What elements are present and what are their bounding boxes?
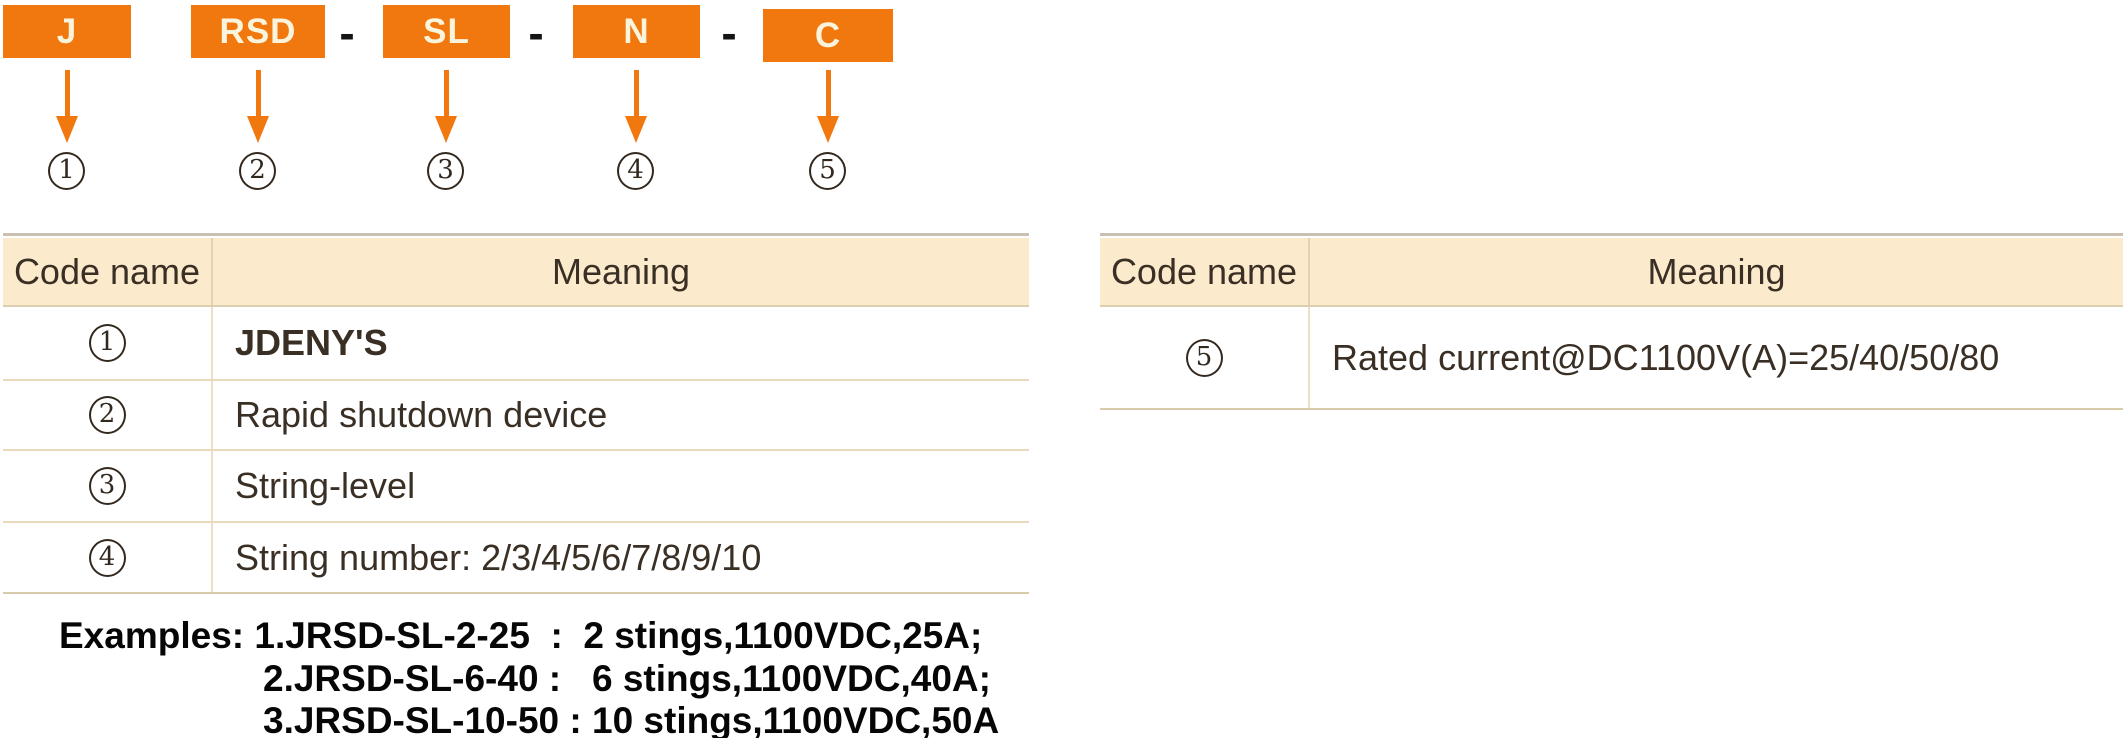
meaning-cell: String-level	[235, 465, 416, 506]
arrow-shaft	[825, 70, 831, 116]
example-line-3: 3.JRSD-SL-10-50 : 10 stings,1100VDC,50A	[263, 700, 1000, 738]
table-header-row: Code name Meaning	[3, 238, 1029, 307]
arrow-head	[56, 116, 78, 143]
meaning-cell: String number: 2/3/4/5/6/7/8/9/10	[235, 536, 762, 578]
circled-number: 5	[1185, 338, 1223, 377]
code-cell: 3	[3, 451, 213, 521]
table-row: 3 String-level	[3, 451, 1029, 523]
callout-digit: 4	[98, 541, 116, 572]
table-row: 4 String number: 2/3/4/5/6/7/8/9/10	[3, 523, 1029, 594]
circled-number: 1	[88, 324, 126, 362]
down-arrow-icon	[434, 70, 458, 143]
callout-number-2: 2	[239, 152, 276, 190]
callout-number-5: 5	[809, 152, 846, 190]
arrow-shaft	[633, 70, 639, 116]
code-separator-dash: -	[339, 7, 355, 59]
arrow-head	[247, 116, 269, 143]
arrow-shaft	[443, 70, 449, 116]
code-separator-dash: -	[721, 7, 737, 59]
arrow-head	[817, 116, 839, 143]
callout-digit: 5	[819, 155, 836, 185]
down-arrow-icon	[246, 70, 270, 143]
code-cell: 5	[1100, 307, 1310, 408]
callout-digit: 5	[1195, 341, 1213, 372]
code-segment-box-4: N	[573, 5, 700, 58]
table-row: 1 JDENY'S	[3, 307, 1029, 381]
table-top-border	[1100, 233, 2123, 236]
column-header-code-name: Code name	[1100, 238, 1310, 305]
table-row: 2 Rapid shutdown device	[3, 381, 1029, 451]
column-header-meaning: Meaning	[551, 250, 691, 292]
callout-number-1: 1	[48, 152, 85, 190]
circled-number: 2	[88, 396, 126, 434]
arrow-shaft	[64, 70, 70, 116]
table-row: 5 Rated current@DC1100V(A)=25/40/50/80	[1100, 307, 2123, 410]
code-segment-box-1: J	[3, 5, 131, 58]
code-separator-dash: -	[528, 7, 544, 59]
callout-digit: 2	[98, 399, 116, 429]
callout-digit: 3	[98, 470, 116, 500]
callout-digit: 1	[98, 327, 116, 357]
callout-digit: 1	[58, 155, 75, 185]
example-line-2: 2.JRSD-SL-6-40 : 6 stings,1100VDC,40A;	[263, 658, 991, 699]
example-line-1: Examples: 1.JRSD-SL-2-25 : 2 stings,1100…	[59, 615, 983, 656]
meaning-cell: Rapid shutdown device	[235, 394, 608, 435]
callout-number-3: 3	[427, 152, 464, 190]
code-meaning-table-right: Code name Meaning 5 Rated current@DC1100…	[1100, 233, 2123, 410]
meaning-cell: JDENY'S	[235, 322, 388, 363]
code-cell: 4	[3, 523, 213, 592]
meaning-cell: Rated current@DC1100V(A)=25/40/50/80	[1332, 336, 2000, 378]
code-meaning-table-left: Code name Meaning 1 JDENY'S 2 Rapid shut…	[3, 233, 1029, 594]
table-top-border	[3, 233, 1029, 236]
code-segment-box-3: SL	[383, 5, 510, 58]
code-segment-box-2: RSD	[191, 5, 325, 58]
arrow-shaft	[255, 70, 261, 116]
code-cell: 1	[3, 307, 213, 379]
callout-digit: 2	[249, 155, 266, 185]
circled-number: 4	[88, 538, 126, 577]
callout-number-4: 4	[617, 152, 654, 190]
code-segment-box-5: C	[763, 9, 893, 62]
table-header-row: Code name Meaning	[1100, 238, 2123, 307]
column-header-meaning: Meaning	[1647, 250, 1786, 292]
callout-digit: 4	[627, 155, 644, 185]
circled-number: 3	[88, 467, 126, 505]
arrow-head	[625, 116, 647, 143]
arrow-head	[435, 116, 457, 143]
down-arrow-icon	[816, 70, 840, 143]
down-arrow-icon	[624, 70, 648, 143]
down-arrow-icon	[55, 70, 79, 143]
code-cell: 2	[3, 381, 213, 449]
column-header-code-name: Code name	[3, 238, 213, 305]
callout-digit: 3	[437, 155, 454, 185]
